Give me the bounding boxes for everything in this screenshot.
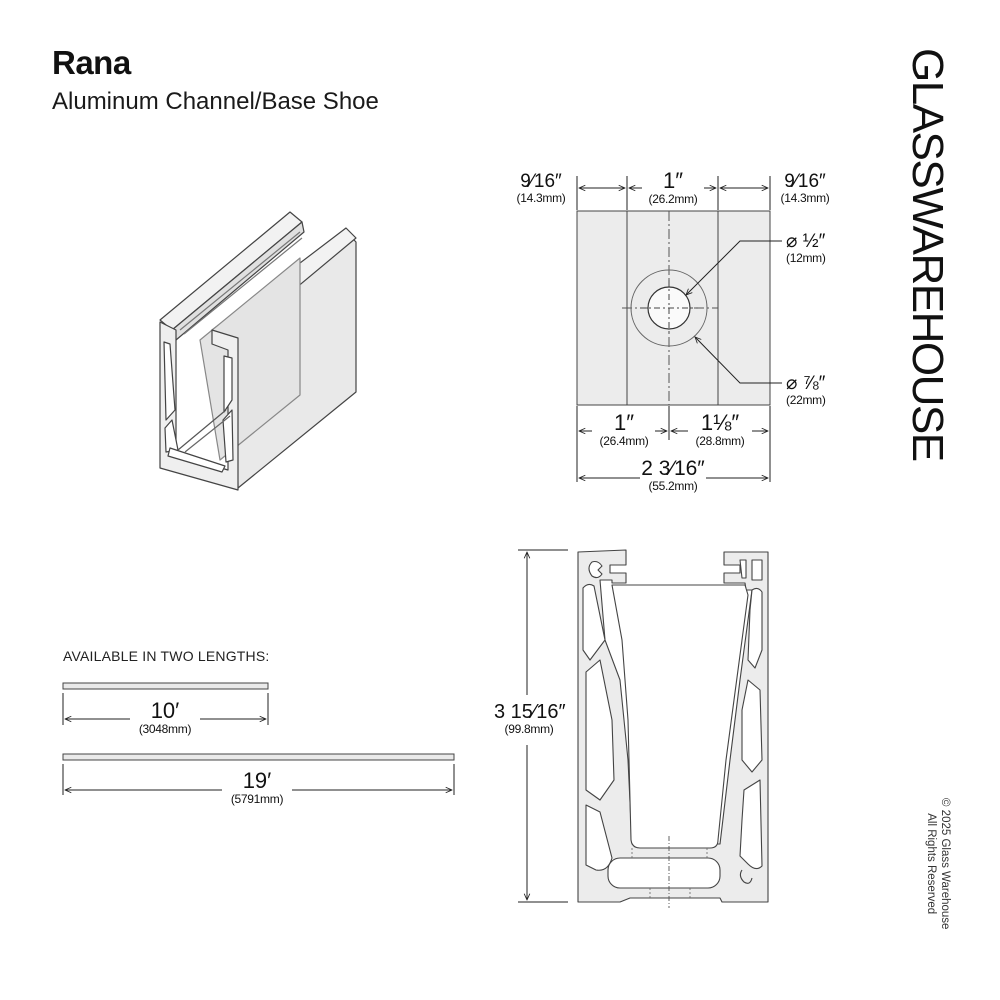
dim-top-center: 1″ (26.2mm) xyxy=(648,168,698,206)
lengths-heading: AVAILABLE IN TWO LENGTHS: xyxy=(63,648,270,664)
product-title: Rana xyxy=(52,44,131,81)
length-bars xyxy=(62,682,455,761)
profile-cross-section xyxy=(577,549,769,908)
top-dimension-lines xyxy=(576,176,771,482)
dim-profile-height: 3 15⁄16″ (99.8mm) xyxy=(494,701,566,736)
product-subtitle: Aluminum Channel/Base Shoe xyxy=(52,88,379,115)
dim-top-right: 9⁄16″ (14.3mm) xyxy=(780,171,830,205)
dim-top-left: 9⁄16″ (14.3mm) xyxy=(516,171,566,205)
dim-bottom-right: 1⅛″ (28.8mm) xyxy=(695,410,745,448)
length-dimension-lines xyxy=(62,693,455,795)
dim-overall-width: 2 3⁄16″ (55.2mm) xyxy=(641,457,705,493)
hole-callout-inner: ⌀ ½″ (12mm) xyxy=(786,231,826,265)
dim-bottom-left: 1″ (26.4mm) xyxy=(599,410,649,448)
length-option-10ft: 10′ (3048mm) xyxy=(138,698,192,736)
top-view-plate xyxy=(576,210,782,406)
length-option-19ft: 19′ (5791mm) xyxy=(230,768,284,806)
isometric-channel-view xyxy=(159,211,357,491)
hole-callout-outer: ⌀ ⅞″ (22mm) xyxy=(786,373,826,407)
height-dimension-lines xyxy=(518,549,568,903)
